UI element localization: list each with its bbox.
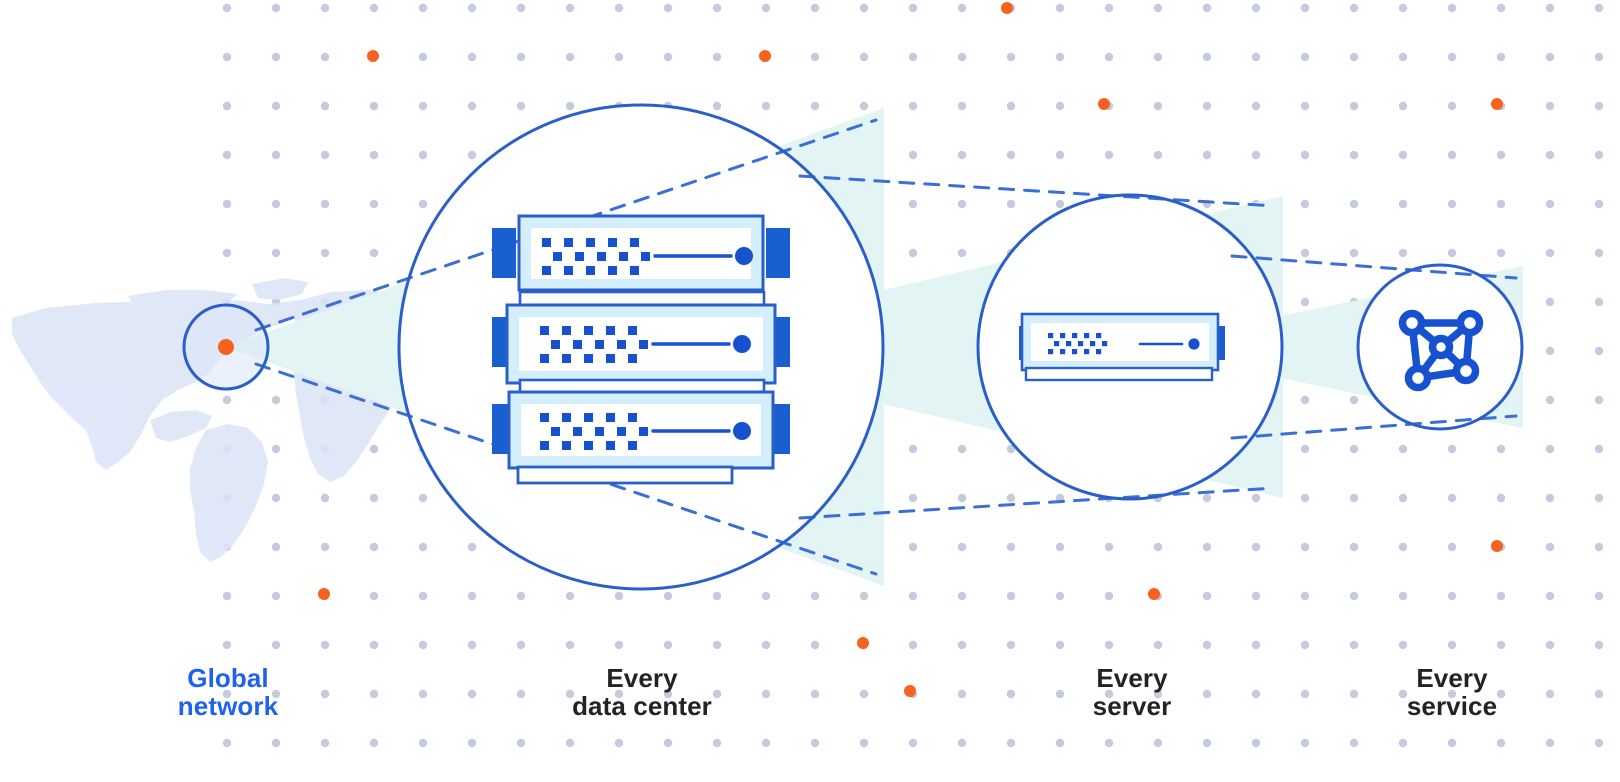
connector-server-to-service-bottom [1230, 414, 1518, 440]
circle-data-center [397, 103, 885, 591]
highlight-dot [318, 588, 330, 600]
mesh-node-bottom-left [1404, 364, 1432, 392]
highlight-dot [1001, 2, 1013, 14]
highlight-dot [367, 50, 379, 62]
highlight-dot [1491, 98, 1503, 110]
server-unit-3 [492, 390, 790, 470]
mesh-node-top-left [1398, 309, 1426, 337]
server-unit-2 [492, 303, 790, 385]
circle-server [976, 193, 1284, 501]
stage-label-server: Every server [1092, 663, 1172, 722]
highlight-dot [1148, 588, 1160, 600]
stage-circle-outlines [182, 103, 1524, 591]
highlight-dot [759, 50, 771, 62]
connector-datacenter-to-server-bottom [798, 486, 1276, 520]
highlight-dot-location-pin [218, 339, 234, 355]
circle-global-network [182, 303, 270, 391]
highlight-dot [904, 685, 916, 697]
mesh-node-center [1428, 334, 1454, 360]
highlight-dot [1491, 540, 1503, 552]
highlight-dots [218, 2, 1503, 697]
stage-label-global-network: Global network [177, 663, 279, 722]
connector-server-to-service-top [1230, 254, 1518, 280]
circle-service [1356, 263, 1524, 431]
connector-datacenter-to-server-top [798, 174, 1276, 208]
highlight-dot [857, 637, 869, 649]
mesh-node-top-right [1456, 309, 1484, 337]
stage-label-service: Every service [1406, 663, 1498, 722]
server-unit-1 [492, 214, 790, 292]
stage-label-data-center: Every data center [572, 663, 712, 722]
server-rack-icon [492, 214, 790, 485]
rack-base [516, 465, 734, 485]
single-server-icon [1019, 312, 1225, 382]
network-mesh-icon [1398, 309, 1484, 392]
mesh-node-bottom-right [1452, 357, 1480, 385]
highlight-dot [1098, 98, 1110, 110]
